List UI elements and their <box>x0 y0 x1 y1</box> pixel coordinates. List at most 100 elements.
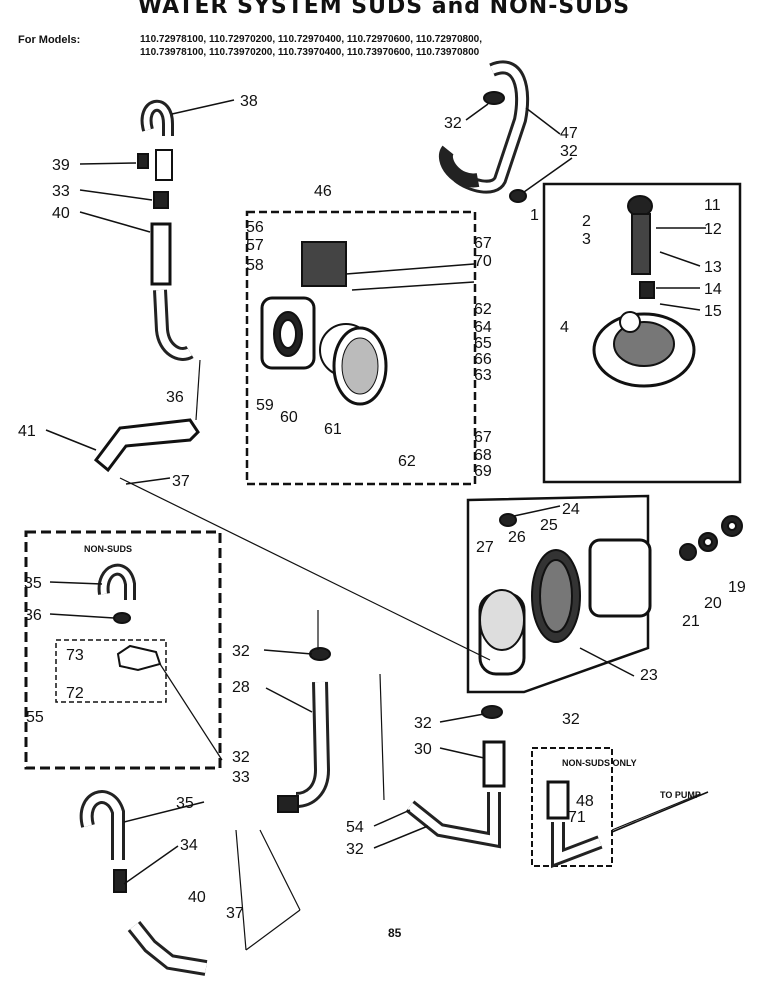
valve-solenoid-57 <box>301 241 347 287</box>
label-39: 39 <box>52 157 70 174</box>
models-label: For Models: <box>18 34 81 46</box>
label-66: 66 <box>474 351 492 368</box>
box-non-suds-only <box>531 747 613 867</box>
washer-21 <box>679 543 697 561</box>
label-25: 25 <box>540 517 558 534</box>
clamp-36-nonsuds <box>113 612 131 624</box>
box-valve-assembly-46 <box>245 210 477 486</box>
models-list: 110.72978100, 110.72970200, 110.72970400… <box>140 33 482 59</box>
label-32-mid: 32 <box>560 143 578 160</box>
to-pump-label: TO PUMP <box>660 790 701 800</box>
label-19: 19 <box>728 579 746 596</box>
diagram-title: WATER SYSTEM SUDS and NON-SUDS <box>137 0 631 19</box>
label-2: 2 <box>582 213 591 230</box>
label-33: 33 <box>52 183 70 200</box>
suds-valve-part-14 <box>639 281 655 299</box>
label-32-30: 32 <box>414 715 432 732</box>
label-54: 54 <box>346 819 364 836</box>
label-27: 27 <box>476 539 494 556</box>
label-3: 3 <box>582 231 591 248</box>
label-32-lower: 32 <box>232 749 250 766</box>
section-non-suds-only: NON-SUDS ONLY <box>562 758 637 768</box>
label-4: 4 <box>560 319 569 336</box>
page-number: 85 <box>388 926 402 940</box>
fitting-39 <box>137 153 149 169</box>
label-63: 63 <box>474 367 492 384</box>
label-32-nonsuds-only: 32 <box>562 711 580 728</box>
label-1: 1 <box>530 207 539 224</box>
hose-41 <box>93 418 200 473</box>
models-line-2: 110.73978100, 110.73970200, 110.73970400… <box>140 47 480 58</box>
label-72: 72 <box>66 685 84 702</box>
label-40: 40 <box>52 205 70 222</box>
box-suds-valve <box>542 182 742 484</box>
label-26: 26 <box>508 529 526 546</box>
clamp-32-28 <box>309 647 331 661</box>
label-68: 68 <box>474 447 492 464</box>
label-33-lower: 33 <box>232 769 250 786</box>
filter-clamp-24 <box>499 513 517 527</box>
label-64: 64 <box>474 319 492 336</box>
section-non-suds: NON-SUDS <box>84 544 132 554</box>
label-70: 70 <box>474 253 492 270</box>
hose-48 <box>546 780 570 820</box>
label-41: 41 <box>18 423 36 440</box>
label-36: 36 <box>166 389 184 406</box>
label-71: 71 <box>568 809 586 826</box>
hose-47 <box>453 60 530 194</box>
label-15: 15 <box>704 303 722 320</box>
fitting-33 <box>153 191 169 209</box>
label-32-54: 32 <box>346 841 364 858</box>
label-47: 47 <box>560 125 578 142</box>
label-21: 21 <box>682 613 700 630</box>
label-37-lower: 37 <box>226 905 244 922</box>
label-36-nonsuds: 36 <box>24 607 42 624</box>
label-62-bottom: 62 <box>398 453 416 470</box>
label-30: 30 <box>414 741 432 758</box>
label-61: 61 <box>324 421 342 438</box>
label-37: 37 <box>172 473 190 490</box>
label-20: 20 <box>704 595 722 612</box>
clamp-32-upper <box>483 91 505 105</box>
label-65: 65 <box>474 335 492 352</box>
label-14: 14 <box>704 281 722 298</box>
label-40-lower: 40 <box>188 889 206 906</box>
fitting-34 <box>113 869 127 893</box>
fitting-33-lower <box>277 795 299 813</box>
clamp-32-30 <box>481 705 503 719</box>
label-56: 56 <box>246 219 264 236</box>
label-46: 46 <box>314 183 332 200</box>
label-48: 48 <box>576 793 594 810</box>
label-28: 28 <box>232 679 250 696</box>
label-11: 11 <box>704 197 721 214</box>
label-24: 24 <box>562 501 580 518</box>
label-67-top: 67 <box>474 235 492 252</box>
label-12: 12 <box>704 221 722 238</box>
label-35-nonsuds: 35 <box>24 575 42 592</box>
label-35-lower: 35 <box>176 795 194 812</box>
label-58: 58 <box>246 257 264 274</box>
hose-40 <box>150 222 172 286</box>
label-32-28: 32 <box>232 643 250 660</box>
clamp-32-mid <box>509 189 527 203</box>
filter-cover-25 <box>588 538 652 618</box>
box-filter-23 <box>466 494 650 694</box>
part-73-72 <box>116 644 162 672</box>
label-55: 55 <box>26 709 44 726</box>
box-non-suds <box>24 530 222 770</box>
label-67-bottom: 67 <box>474 429 492 446</box>
label-34: 34 <box>180 837 198 854</box>
label-57: 57 <box>246 237 264 254</box>
label-13: 13 <box>704 259 722 276</box>
label-69: 69 <box>474 463 492 480</box>
box-non-suds-55 <box>55 639 167 703</box>
label-62-right: 62 <box>474 301 492 318</box>
label-38: 38 <box>240 93 258 110</box>
label-60: 60 <box>280 409 298 426</box>
label-32-upper: 32 <box>444 115 462 132</box>
label-59: 59 <box>256 397 274 414</box>
label-23: 23 <box>640 667 658 684</box>
models-line-1: 110.72978100, 110.72970200, 110.72970400… <box>140 34 483 45</box>
label-73: 73 <box>66 647 84 664</box>
hose-30 <box>482 740 506 788</box>
